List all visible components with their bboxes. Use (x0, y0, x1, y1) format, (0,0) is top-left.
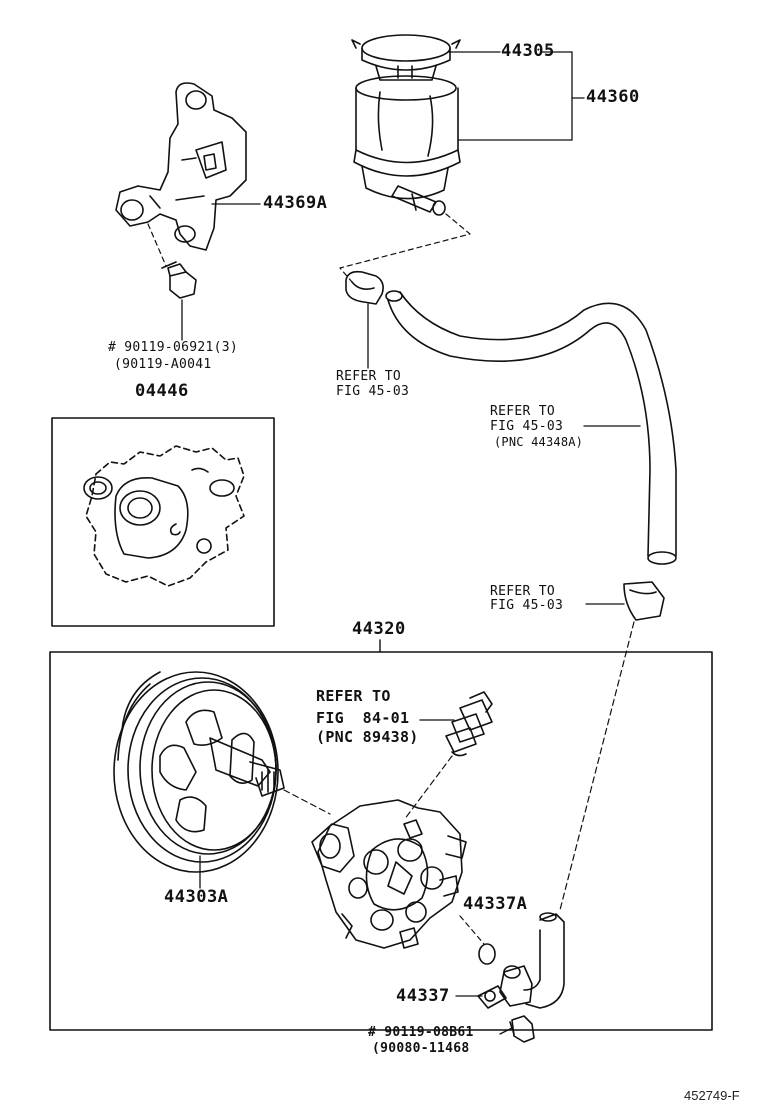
sensor-dash (403, 755, 453, 821)
bracket-bolt-drawing (161, 261, 197, 299)
reservoir-drawing (353, 75, 461, 216)
label-refer-left-1: REFER TO (336, 369, 402, 384)
label-gasket-kit: 04446 (135, 381, 189, 401)
pressure-switch-drawing (445, 691, 493, 757)
label-refer-clamp-1: REFER TO (490, 584, 556, 599)
union-bolt-leader (499, 1027, 513, 1035)
label-pulley: 44303A (164, 887, 229, 907)
label-union-bolt-1: # 90119-08B61 (368, 1025, 474, 1040)
label-union: 44337 (396, 986, 450, 1006)
label-refer-sensor-3: (PNC 89438) (316, 728, 419, 746)
reservoir-leaders (447, 51, 585, 141)
pump-body-drawing (311, 799, 467, 949)
label-refer-sensor-2: FIG 84-01 (316, 709, 410, 727)
label-union-bolt-2: (90080-11468 (372, 1041, 470, 1056)
label-bracket: 44369A (263, 193, 328, 213)
label-refer-hose-1: REFER TO (490, 404, 556, 419)
reservoir-cap-drawing (351, 34, 461, 81)
label-cap: 44305 (501, 41, 555, 61)
oring-drawing (478, 943, 496, 965)
hose-clamp-right-drawing (623, 581, 665, 621)
label-bolt-line2: (90119-A0041 (114, 357, 212, 372)
union-bolt-drawing (509, 1015, 535, 1043)
bracket-drawing (115, 82, 247, 251)
oring-dash (459, 915, 485, 945)
reservoir-dash (339, 213, 471, 283)
pump-assy-box (49, 651, 713, 1031)
label-reservoir: 44360 (586, 87, 640, 107)
gasket-kit-drawing (83, 445, 245, 587)
label-refer-hose-2: FIG 45-03 (490, 419, 564, 434)
hose-drawing (385, 290, 677, 565)
union-fitting-drawing (477, 912, 565, 1009)
pulley-dash (283, 789, 331, 815)
label-refer-hose-3: (PNC 44348A) (494, 435, 584, 449)
label-refer-left-2: FIG 45-03 (336, 384, 410, 399)
label-bolt-line1: # 90119-06921(3) (108, 340, 239, 355)
clamp-right-dash (559, 621, 635, 911)
label-refer-sensor-1: REFER TO (316, 687, 391, 705)
hose-clamp-left-drawing (345, 270, 384, 305)
label-oring: 44337A (463, 894, 528, 914)
pulley-drawing (113, 671, 285, 873)
label-refer-clamp-2: FIG 45-03 (490, 598, 564, 613)
figure-id: 452749-F (684, 1088, 740, 1103)
bolt-dash (147, 223, 167, 267)
label-pump-assy: 44320 (352, 619, 406, 639)
gasket-kit-box (51, 417, 275, 627)
